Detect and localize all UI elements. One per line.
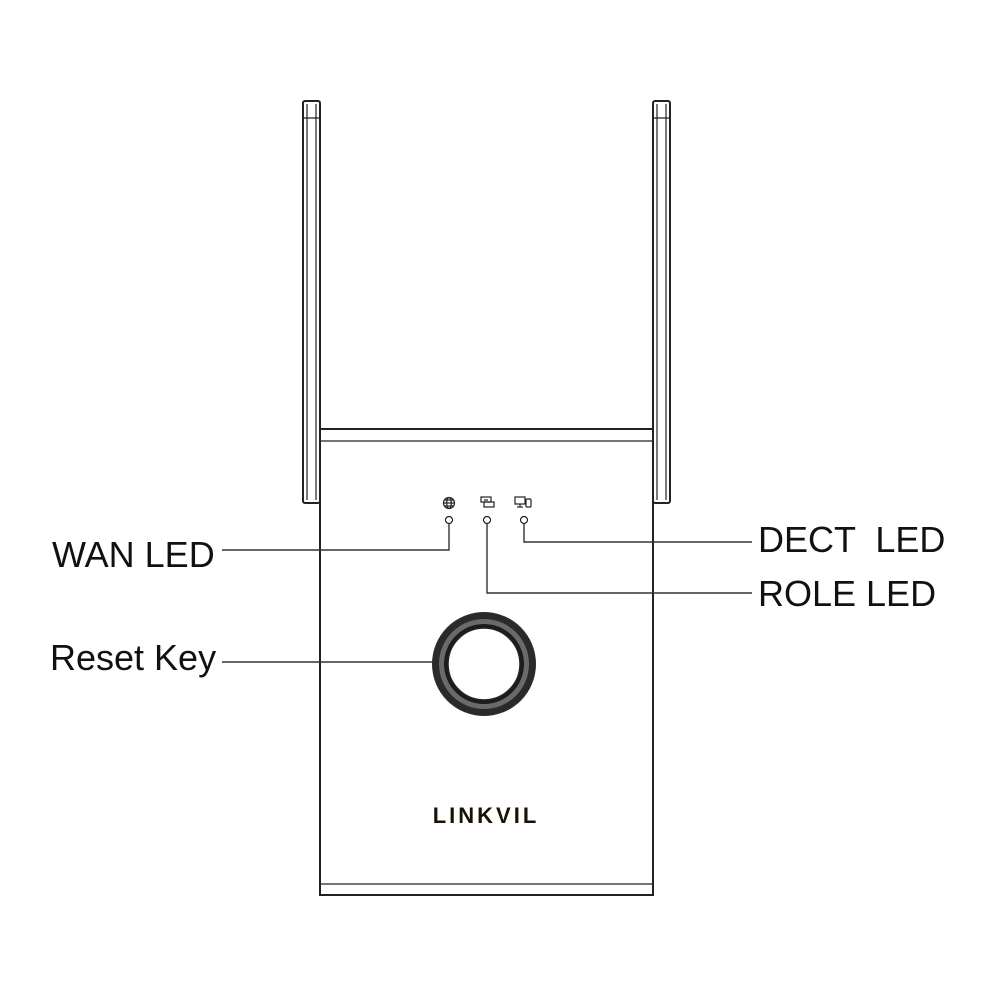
wan-led-leader: [222, 524, 450, 551]
reset-key: [432, 612, 536, 716]
brand-logo: LINKVIL: [433, 803, 540, 828]
wan-led: [444, 515, 454, 525]
role-led: [482, 515, 492, 525]
wan-led-label: WAN LED: [52, 534, 215, 575]
network-icon: [480, 496, 495, 508]
left-antenna: [302, 100, 321, 504]
globe-icon: [442, 496, 456, 510]
dect-led-label: DECT LED: [758, 519, 945, 560]
devices-icon: [514, 496, 532, 508]
dect-led-leader: [523, 524, 752, 543]
reset-key-label: Reset Key: [50, 637, 216, 678]
right-antenna: [652, 100, 671, 504]
role-led-label: ROLE LED: [758, 573, 936, 614]
dect-led: [519, 515, 529, 525]
role-led-leader: [486, 524, 752, 594]
